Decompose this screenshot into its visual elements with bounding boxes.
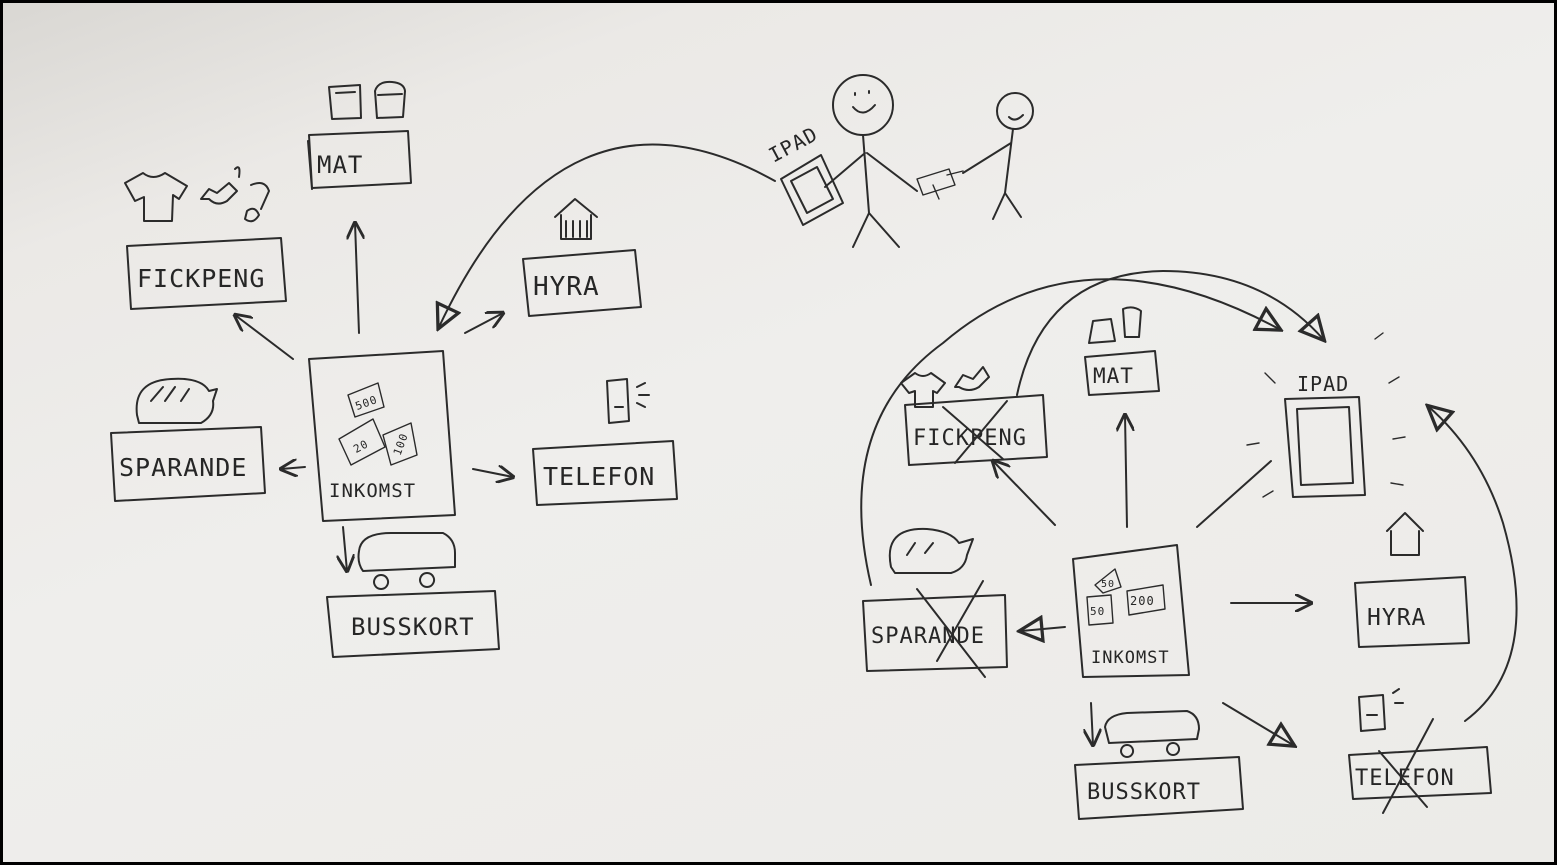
cross-out-mark (916, 580, 986, 678)
bill-value: 50 (1101, 579, 1115, 590)
groceries-icon (1088, 306, 1142, 344)
sparande-label: SPARANDE (871, 624, 985, 649)
piggy-bank-icon (135, 377, 218, 424)
left-arrows (235, 143, 776, 571)
ipad-label: IPAD (1297, 372, 1349, 396)
inkomst-box (308, 350, 456, 522)
busskort-box (326, 590, 500, 658)
stick-figure-seller (824, 74, 918, 248)
sparande-box (110, 426, 266, 502)
sketch-canvas: MAT FICKPENG HYRA SPARANDE 500 (110, 74, 1518, 820)
mat-box (1084, 350, 1160, 396)
fickpeng-node-right: FICKPENG (900, 366, 1048, 466)
right-diagram: MAT FICKPENG IPAD HYRA SPARANDE (860, 270, 1518, 820)
mat-label: MAT (317, 151, 363, 179)
telefon-box (532, 440, 678, 506)
arc-ipad-to-inkomst (439, 143, 776, 327)
telefon-node: TELEFON (532, 378, 678, 506)
telefon-label: TELEFON (1355, 766, 1455, 791)
mat-label: MAT (1093, 364, 1134, 388)
cross-out-mark (942, 400, 1008, 464)
shine-lines (1246, 332, 1406, 498)
hyra-node: HYRA (522, 198, 642, 317)
line-to-ipad (1196, 460, 1272, 528)
whiteboard: MAT FICKPENG HYRA SPARANDE 500 (3, 3, 1554, 862)
mat-box (307, 130, 412, 190)
sparande-node-right: SPARANDE (862, 527, 1008, 678)
sparande-node: SPARANDE (110, 377, 266, 502)
arc-telefon-to-ipad (1429, 407, 1518, 722)
cash-icon (916, 168, 964, 200)
arrow-to-sparande (1021, 627, 1066, 631)
hyra-label: HYRA (1367, 605, 1426, 631)
arrow-to-fickpeng (993, 461, 1056, 526)
telefon-label: TELEFON (543, 462, 655, 491)
bill-value: 50 (1090, 605, 1105, 618)
arc-fickpeng-to-ipad (1016, 270, 1323, 396)
bill-value: 200 (1130, 594, 1155, 608)
busskort-box (1074, 756, 1244, 820)
arrow-to-telefon (472, 469, 513, 477)
piggy-bank-icon (888, 527, 974, 574)
inkomst-box (1072, 544, 1190, 678)
arrow-to-mat (355, 223, 359, 334)
ipad-icon (780, 154, 844, 226)
busskort-node: BUSSKORT (326, 532, 500, 658)
tshirt-icon (900, 372, 946, 408)
hyra-node-right: HYRA (1354, 512, 1470, 648)
bus-icon (357, 532, 456, 590)
fickpeng-box (126, 237, 287, 310)
inkomst-node-right: 50 50 200 INKOMST (1072, 544, 1190, 678)
bill-value: 100 (391, 431, 411, 457)
arrow-to-busskort (1091, 702, 1093, 745)
sparande-box (862, 594, 1008, 672)
right-arrows (860, 270, 1518, 745)
inkomst-label: INKOMST (329, 480, 416, 502)
tshirt-icon (124, 172, 188, 222)
arrow-to-sparande (281, 467, 306, 469)
money-bills-icon: 500 20 100 (338, 382, 418, 466)
fickpeng-label: FICKPENG (137, 264, 265, 293)
arrow-to-fickpeng (235, 315, 294, 360)
lollipop-icon (244, 182, 270, 223)
fickpeng-box (904, 394, 1048, 466)
trade-scene: IPAD (765, 74, 1034, 248)
phone-icon (1358, 688, 1404, 732)
hyra-label: HYRA (533, 272, 600, 302)
arc-sparande-to-ipad (860, 278, 1279, 586)
inkomst-node: 500 20 100 INKOMST (308, 350, 456, 522)
money-bills-icon: 50 50 200 (1086, 568, 1166, 626)
ipad-node: IPAD (1246, 332, 1406, 498)
groceries-icon (328, 80, 406, 120)
inkomst-label: INKOMST (1091, 648, 1170, 668)
candy-icon (200, 166, 241, 205)
telefon-node-right: TELEFON (1348, 688, 1492, 814)
bus-icon (1104, 710, 1200, 758)
busskort-node-right: BUSSKORT (1074, 710, 1244, 820)
candy-icon (954, 366, 990, 391)
arrow-to-busskort (343, 526, 347, 571)
cross-out-mark (1378, 718, 1434, 814)
telefon-box (1348, 746, 1492, 800)
busskort-label: BUSSKORT (1087, 780, 1201, 805)
arrow-to-mat (1125, 415, 1127, 528)
stick-figure-buyer (962, 92, 1034, 220)
phone-icon (606, 378, 650, 424)
arrow-to-hyra (464, 313, 503, 334)
busskort-label: BUSSKORT (351, 613, 475, 641)
hyra-box (522, 249, 642, 317)
left-diagram: MAT FICKPENG HYRA SPARANDE 500 (110, 74, 1034, 658)
bill-value: 20 (351, 437, 371, 456)
sparande-label: SPARANDE (119, 453, 247, 482)
fickpeng-node: FICKPENG (124, 166, 287, 310)
hyra-box (1354, 576, 1470, 648)
mat-node-right: MAT (1084, 306, 1160, 396)
house-icon (554, 198, 598, 240)
arrow-to-telefon (1222, 702, 1293, 745)
ipad-icon (1284, 396, 1366, 498)
house-icon (1386, 512, 1424, 556)
mat-node: MAT (307, 80, 412, 190)
